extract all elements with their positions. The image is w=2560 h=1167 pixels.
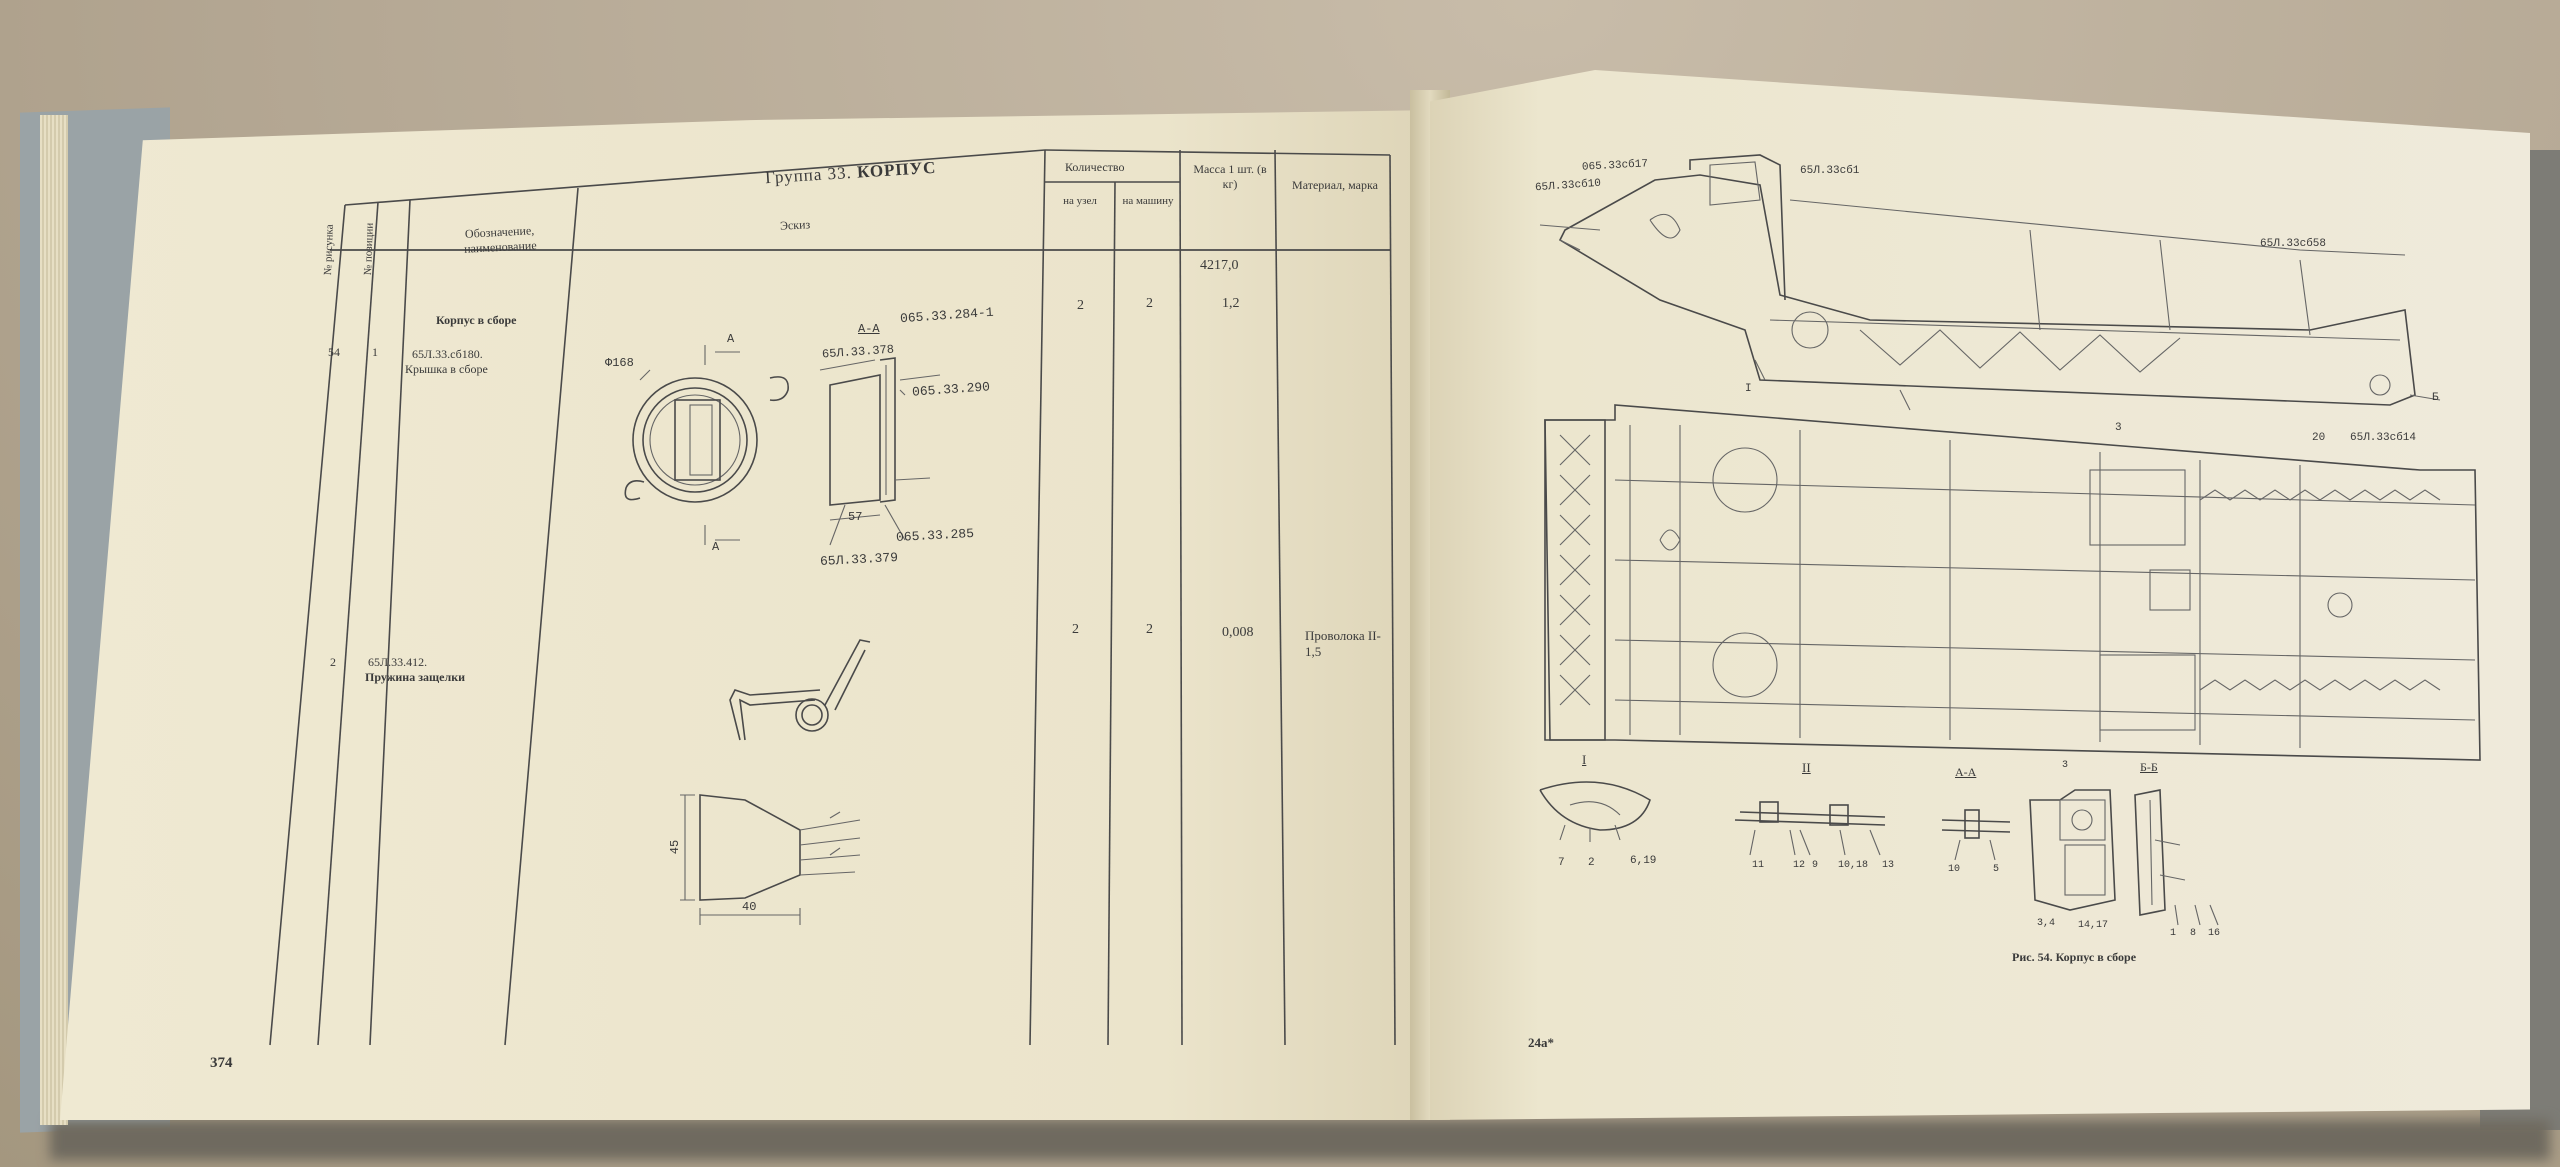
sketch-label-a-bottom: А [712,540,720,554]
left-page [60,110,1440,1120]
row-1-machine: 2 [1146,296,1153,311]
row-2-mass: 0,008 [1222,625,1254,640]
sketch-label-dim40: 40 [742,900,757,914]
row-2-machine: 2 [1146,622,1153,637]
detail-num-1: 7 [1558,857,1565,869]
row-2-material: Проволока II-1,5 [1305,628,1381,659]
sketch-label-dim57: 57 [848,510,863,524]
detail-num-9: 10 [1948,864,1961,875]
detail-num-10: 5 [1993,864,2000,875]
detail-num-12: 3,4 [2037,918,2056,929]
label-l6: 3 [2115,422,2122,434]
detail-num-5: 12 [1793,860,1806,871]
row-1-name: Крышка в сборе [405,362,488,376]
page-edges [40,115,68,1125]
header-quantity: Количество [1065,160,1125,174]
label-l5: I [1745,383,1752,395]
sketch-label-a-top: А [727,332,735,346]
row-1-fig: 54 [328,345,340,359]
detail-num-3: 6,19 [1630,855,1657,867]
row-0-mass: 4217,0 [1200,258,1239,273]
detail-num-2: 2 [1588,857,1595,869]
detail-num-7: 10,18 [1838,860,1869,871]
detail-num-16: 16 [2208,928,2221,939]
sketch-label-section: А-А [858,322,880,336]
detail-num-13: 14,17 [2078,920,2109,931]
row-2-code: 65Л.33.412. [368,655,428,669]
label-l4: 65Л.33сб58 [2260,238,2327,250]
detail-num-6: 9 [1812,860,1819,871]
detail-num-11: 3 [2062,760,2069,771]
detail-title-a-a: А-А [1955,765,1977,779]
header-material: Материал, марка [1292,178,1378,192]
detail-title-i: I [1582,752,1587,767]
label-l2: 65Л.33сб1 [1800,165,1860,177]
detail-title-b-b: Б-Б [2140,760,2158,774]
row-2-pos: 2 [330,655,336,669]
detail-num-15: 8 [2190,928,2197,939]
sketch-label-dia: Ф168 [605,356,634,370]
label-l7: 20 [2312,432,2326,444]
detail-num-4: 11 [1752,860,1765,871]
row-1-mass: 1,2 [1222,296,1240,311]
header-per-unit: на узел [1063,195,1097,207]
detail-title-ii: II [1802,760,1811,775]
signature-mark: 24а* [1528,1035,1554,1050]
figure-caption: Рис. 54. Корпус в сборе [2012,950,2137,964]
header-per-machine: на машину [1122,195,1174,207]
row-1-unit: 2 [1077,298,1084,313]
book-shadow [50,1120,2550,1160]
row-1-code: 65Л.33.сб180. [412,347,483,361]
detail-num-8: 13 [1882,860,1895,871]
label-l9: Б [2432,392,2439,404]
row-2-name: Пружина защелки [365,670,466,684]
detail-num-14: 1 [2170,928,2177,939]
row-1-pos: 1 [372,345,378,359]
row-0-name: Корпус в сборе [436,313,517,327]
left-page-number: 374 [210,1055,233,1071]
header-mass: Масса 1 шт. (в кг) [1193,162,1267,191]
label-l8: 65Л.33сб14 [2350,432,2417,444]
row-2-unit: 2 [1072,622,1079,637]
